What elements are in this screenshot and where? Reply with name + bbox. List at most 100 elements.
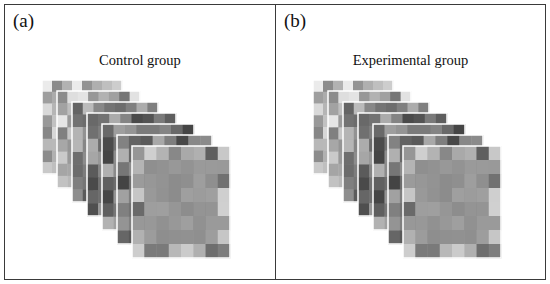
- pixel-cell: [464, 160, 477, 174]
- pixel-cell: [169, 146, 182, 160]
- pixel-cell: [428, 244, 441, 258]
- pixel-cell: [489, 188, 502, 202]
- pixel-cell: [440, 216, 453, 230]
- pixel-cell: [157, 216, 170, 230]
- pixel-cell: [169, 244, 182, 258]
- pixel-cell: [42, 92, 52, 104]
- pixel-cell: [72, 165, 83, 178]
- pixel-cell: [157, 188, 170, 202]
- panel-letter: (b): [284, 10, 306, 32]
- pixel-cell: [328, 176, 339, 189]
- pixel-cell: [169, 202, 182, 216]
- pixel-cell: [87, 139, 99, 152]
- pixel-cell: [206, 160, 219, 174]
- pixel-cell: [440, 244, 453, 258]
- pixel-cell: [477, 160, 490, 174]
- pixel-cell: [373, 151, 385, 165]
- pixel-cell: [157, 244, 170, 258]
- pixel-cell: [428, 188, 441, 202]
- pixel-cell: [428, 174, 441, 188]
- pixel-cell: [388, 135, 400, 149]
- pixel-cell: [415, 188, 428, 202]
- pixel-cell: [313, 139, 323, 151]
- pixel-cell: [489, 146, 502, 160]
- pixel-cell: [57, 91, 68, 104]
- pixel-cell: [464, 216, 477, 230]
- pixel-cell: [464, 174, 477, 188]
- pixel-cell: [373, 124, 385, 138]
- pixel-cell: [415, 160, 428, 174]
- frame-edge: [328, 91, 411, 188]
- pixel-cell: [388, 149, 400, 163]
- pixel-cell: [181, 244, 194, 258]
- pixel-cell: [440, 230, 453, 244]
- pixel-cell: [157, 174, 170, 188]
- pixel-cell: [102, 164, 114, 178]
- pixel-cell: [193, 202, 206, 216]
- pixel-cell: [132, 244, 145, 258]
- pixel-cell: [452, 188, 465, 202]
- pixel-cell: [218, 160, 231, 174]
- pixel-cell: [343, 127, 354, 140]
- pixel-cell: [415, 174, 428, 188]
- pixel-cell: [477, 174, 490, 188]
- pixel-cell: [477, 230, 490, 244]
- pixel-cell: [464, 230, 477, 244]
- frame-edge: [72, 102, 158, 202]
- pixel-cell: [358, 203, 370, 216]
- frame-edge: [343, 102, 429, 202]
- pixel-cell: [218, 146, 231, 160]
- pixel-cell: [452, 244, 465, 258]
- pixel-cell: [358, 113, 370, 126]
- pixel-cell: [132, 202, 145, 216]
- pixel-cell: [477, 216, 490, 230]
- pixel-cell: [358, 177, 370, 190]
- pixel-cell: [102, 190, 114, 204]
- pixel-cell: [72, 152, 83, 165]
- pixel-cell: [328, 140, 339, 153]
- pixel-cell: [42, 80, 52, 92]
- pixel-cell: [428, 146, 441, 160]
- pixel-cell: [328, 91, 339, 104]
- pixel-cell: [464, 188, 477, 202]
- pixel-cell: [313, 151, 323, 163]
- pixel-cell: [169, 230, 182, 244]
- pixel-cell: [428, 216, 441, 230]
- pixel-cell: [313, 92, 323, 104]
- pixel-cell: [132, 146, 145, 160]
- pixel-cell: [57, 176, 68, 189]
- pixel-cell: [343, 102, 354, 115]
- frame-edge: [102, 124, 194, 230]
- pixel-cell: [102, 137, 114, 151]
- pixel-cell: [87, 203, 99, 216]
- pixel-cell: [428, 230, 441, 244]
- image-stack: [313, 80, 501, 258]
- pixel-cell: [144, 160, 157, 174]
- pixel-cell: [132, 216, 145, 230]
- pixel-cell: [452, 160, 465, 174]
- pixel-cell: [42, 139, 52, 151]
- pixel-cell: [206, 174, 219, 188]
- pixel-cell: [102, 204, 114, 218]
- pixel-cell: [72, 127, 83, 140]
- pixel-cell: [87, 190, 99, 203]
- pixel-cell: [117, 176, 129, 190]
- pixel-cell: [193, 174, 206, 188]
- pixel-cell: [477, 146, 490, 160]
- pixel-cell: [72, 115, 83, 128]
- pixel-cell: [42, 104, 52, 116]
- pixel-cell: [102, 151, 114, 165]
- pixel-cell: [343, 177, 354, 190]
- pixel-cell: [313, 115, 323, 127]
- pixel-cell: [144, 230, 157, 244]
- pixel-cell: [42, 162, 52, 174]
- pixel-cell: [489, 244, 502, 258]
- pixel-cell: [157, 146, 170, 160]
- pixel-cell: [313, 127, 323, 139]
- pixel-cell: [328, 127, 339, 140]
- pixel-cell: [343, 127, 353, 139]
- pixel-cell: [57, 127, 68, 140]
- pixel-cell: [169, 160, 182, 174]
- pixel-cell: [181, 174, 194, 188]
- pixel-cell: [132, 230, 145, 244]
